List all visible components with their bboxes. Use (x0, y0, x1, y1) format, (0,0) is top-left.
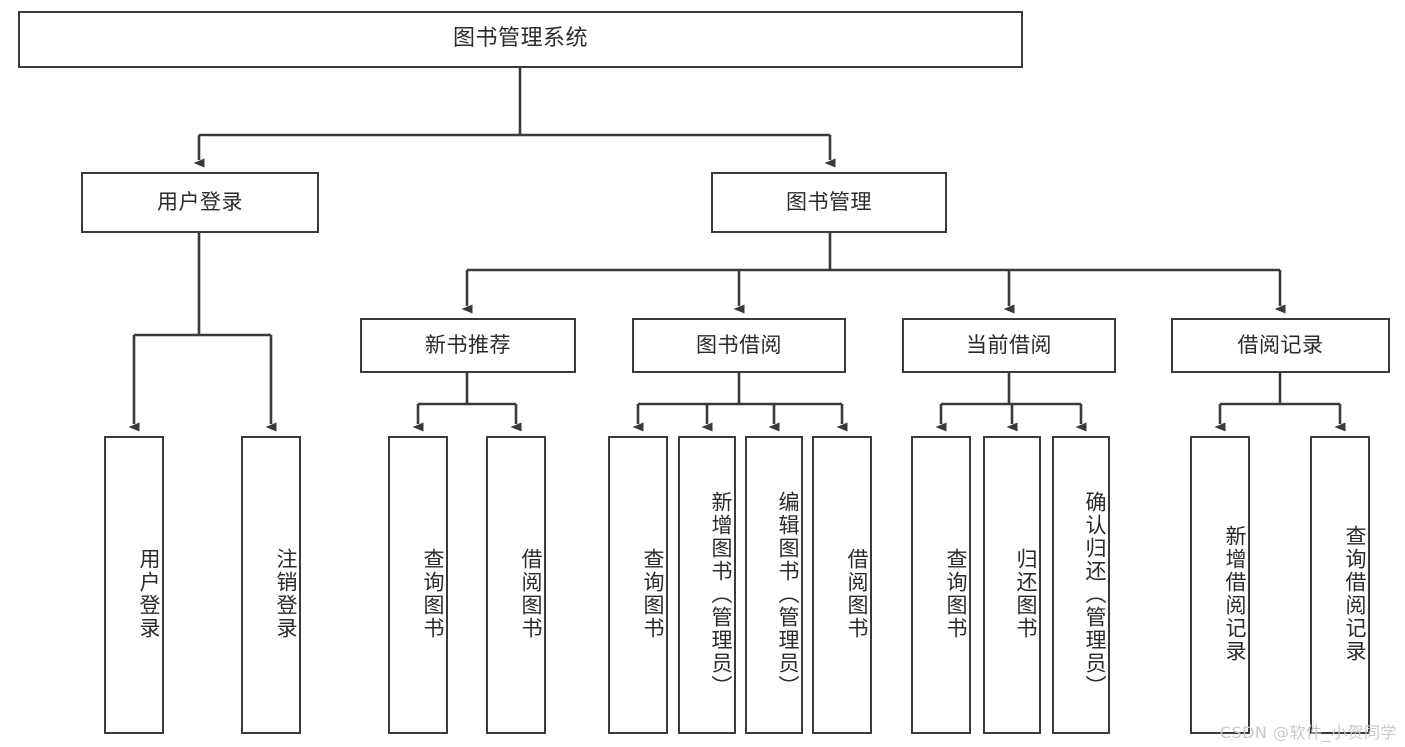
node-leaf-return-book[interactable]: 归还图书 (983, 436, 1041, 734)
node-leaf-borrow-book[interactable]: 借阅图书 (812, 436, 872, 734)
node-user-login[interactable]: 用户登录 (81, 172, 319, 233)
node-label: 查询图书 (944, 548, 968, 640)
node-leaf-borrow-book-recommend[interactable]: 借阅图书 (486, 436, 546, 734)
node-book-borrow[interactable]: 图书借阅 (632, 318, 846, 373)
node-book-manage[interactable]: 图书管理 (711, 172, 947, 233)
node-leaf-query-book-recommend[interactable]: 查询图书 (388, 436, 448, 734)
node-leaf-add-book-admin[interactable]: 新增图书（管理员） (678, 436, 736, 734)
node-borrow-record[interactable]: 借阅记录 (1171, 318, 1390, 373)
node-label: 归还图书 (1014, 548, 1038, 640)
node-leaf-query-book-borrow[interactable]: 查询图书 (608, 436, 668, 734)
csdn-watermark: CSDN @软件_小贺同学 (1219, 723, 1397, 742)
node-label: 借阅记录 (1237, 332, 1324, 357)
node-leaf-query-book-current[interactable]: 查询图书 (911, 436, 971, 734)
node-label: 图书借阅 (696, 332, 782, 357)
node-leaf-confirm-return-admin[interactable]: 确认归还（管理员） (1052, 436, 1110, 734)
node-label: 图书管理 (786, 189, 872, 214)
node-leaf-add-borrow-record[interactable]: 新增借阅记录 (1190, 436, 1250, 734)
node-label: 新增借阅记录 (1223, 525, 1247, 663)
node-label: 确认归还（管理员） (1083, 490, 1107, 698)
node-label: 查询图书 (421, 548, 445, 640)
node-new-book-recommend[interactable]: 新书推荐 (360, 318, 576, 373)
node-current-borrow[interactable]: 当前借阅 (902, 318, 1116, 373)
node-label: 当前借阅 (966, 332, 1052, 357)
node-leaf-user-logout[interactable]: 注销登录 (241, 436, 301, 734)
node-label: 编辑图书（管理员） (776, 490, 800, 698)
node-label: 图书管理系统 (452, 26, 588, 52)
node-label: 查询借阅记录 (1343, 525, 1367, 663)
node-label: 查询图书 (641, 548, 665, 640)
node-label: 借阅图书 (845, 548, 869, 640)
node-leaf-edit-book-admin[interactable]: 编辑图书（管理员） (745, 436, 803, 734)
node-root-system[interactable]: 图书管理系统 (18, 11, 1023, 68)
node-leaf-user-login[interactable]: 用户登录 (104, 436, 164, 734)
node-leaf-query-borrow-record[interactable]: 查询借阅记录 (1310, 436, 1370, 734)
node-label: 用户登录 (137, 548, 161, 640)
node-label: 新书推荐 (425, 332, 511, 357)
node-label: 借阅图书 (519, 548, 543, 640)
node-label: 用户登录 (157, 189, 243, 214)
node-label: 注销登录 (274, 548, 298, 640)
node-label: 新增图书（管理员） (709, 490, 733, 698)
